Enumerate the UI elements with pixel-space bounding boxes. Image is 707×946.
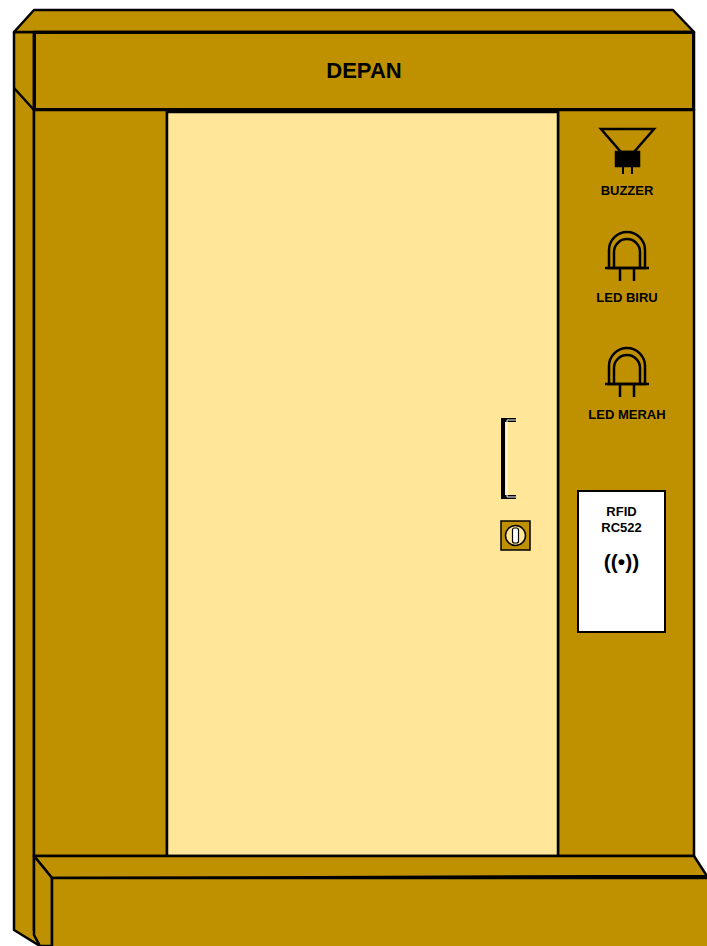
led-rim	[605, 383, 649, 386]
led-symbol	[605, 232, 649, 281]
door-panel	[167, 112, 558, 856]
buzzer-symbol	[601, 129, 654, 174]
lock-cylinder	[506, 526, 526, 546]
led-dome	[609, 348, 645, 384]
right-jamb	[558, 110, 694, 856]
left-jamb	[34, 110, 167, 856]
led-leg	[619, 384, 622, 397]
door-handle-highlight	[507, 420, 516, 497]
sill-top	[34, 856, 707, 878]
led-rim	[605, 267, 649, 270]
wireless-symbol: ((•))	[604, 549, 639, 575]
led-symbol	[605, 348, 649, 397]
sill-front	[52, 878, 707, 946]
sill-side	[34, 856, 52, 946]
frame-edge	[14, 88, 34, 110]
node-title: DEPAN	[326, 57, 401, 85]
buzzer-horn	[601, 129, 654, 152]
lock-keyhole	[513, 528, 519, 543]
door-handle	[503, 420, 516, 497]
led-leg	[633, 268, 636, 281]
buzzer-body	[616, 152, 639, 166]
led-leg	[619, 268, 622, 281]
led-leg	[633, 384, 636, 397]
led-inner	[614, 239, 640, 268]
part-label: LED MERAH	[588, 407, 665, 422]
door-lock	[501, 521, 530, 550]
header-band: DEPAN	[34, 32, 694, 110]
part-label: LED BIRU	[596, 290, 657, 305]
header-top	[14, 10, 694, 32]
buzzer-pin	[622, 166, 624, 174]
led-inner	[614, 355, 640, 384]
rfid-module: RFID RC522 ((•))	[577, 490, 666, 633]
buzzer-pin	[631, 166, 633, 174]
part-label: BUZZER	[601, 183, 654, 198]
node-title: RFID RC522	[593, 504, 650, 537]
led-dome	[609, 232, 645, 268]
header-front	[34, 32, 694, 110]
